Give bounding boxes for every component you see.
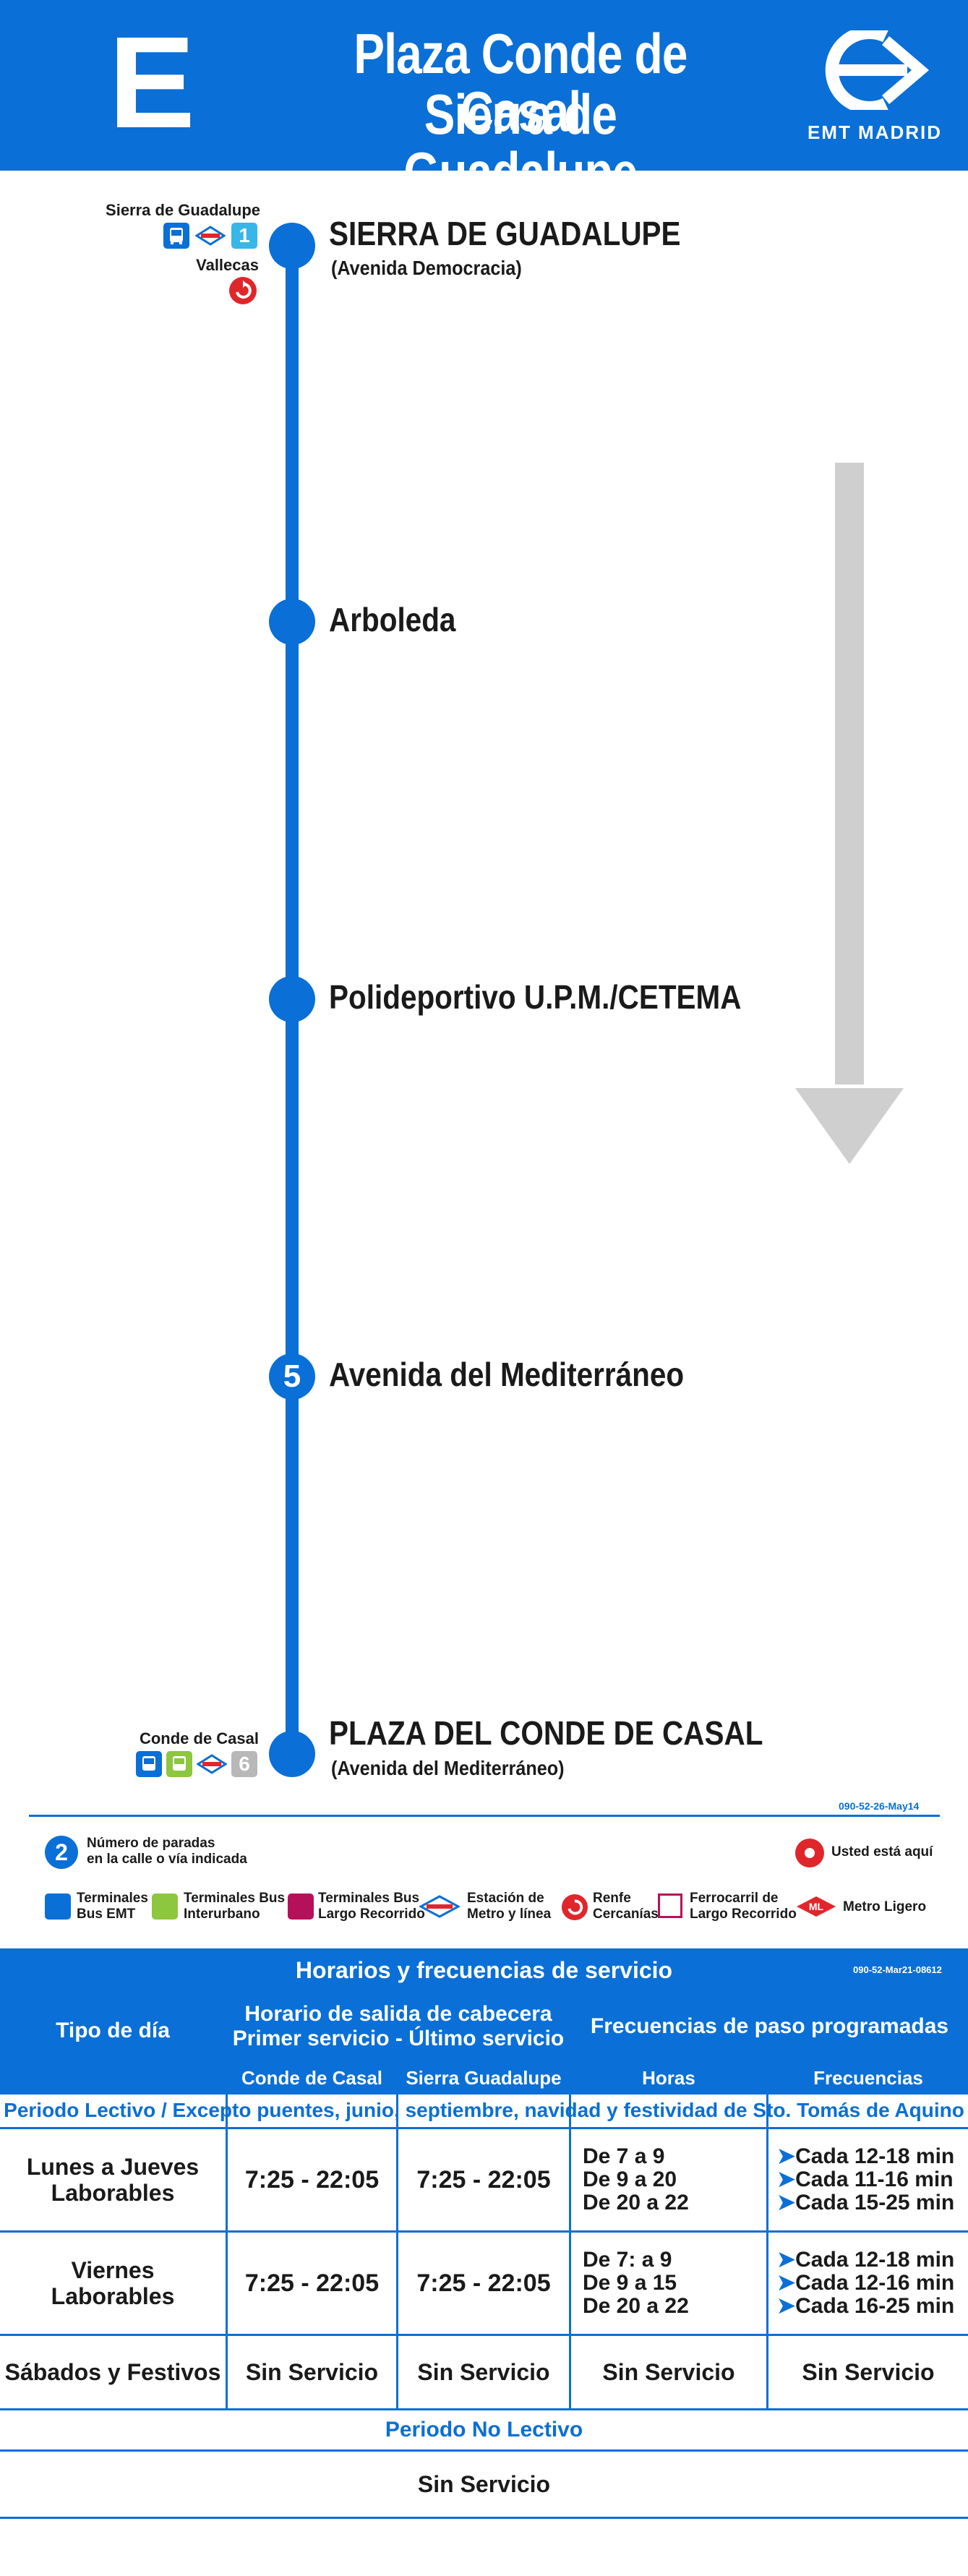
stop-name-arboleda: Arboleda <box>329 601 456 638</box>
renfe-cercanias-icon <box>229 277 257 304</box>
col-header-tipo: Tipo de día <box>0 1992 226 2070</box>
svg-text:ML: ML <box>809 1901 824 1912</box>
legend: 2 Número de paradas en la calle o vía in… <box>29 1815 940 1940</box>
stop-marker <box>269 1731 315 1777</box>
frequency-cell: Sin Servicio <box>802 2359 935 2385</box>
stop-sub-conde-casal: (Avenida del Mediterráneo) <box>331 1757 565 1779</box>
day-type-cell: Sábados y Festivos <box>4 2359 221 2385</box>
header-title-line2: Sierra de Guadalupe <box>403 82 638 204</box>
table-rule <box>0 2127 968 2129</box>
brand-name: EMT MADRID <box>807 121 943 143</box>
legend-you-are-here: Usted está aquí <box>831 1844 933 1860</box>
stop-marker <box>269 223 315 269</box>
subheader-conde: Conde de Casal <box>228 2063 396 2092</box>
metro-ligero-icon: ML <box>797 1896 836 1917</box>
diagram-code: 090-52-26-May14 <box>839 1800 920 1812</box>
bus-terminal-icon <box>136 1751 162 1777</box>
emt-logo-icon <box>825 30 929 110</box>
period-lectivo: Periodo Lectivo / Excepto puentes, junio… <box>4 2099 964 2121</box>
connection-label-conde: Conde de Casal <box>139 1729 259 1747</box>
line-letter: E <box>108 10 196 155</box>
first-last-conde: Sin Servicio <box>245 2359 379 2385</box>
stop-name-polideportivo: Polideportivo U.P.M./CETEMA <box>329 978 742 1016</box>
table-col-rule <box>396 2061 398 2408</box>
first-last-conde: 7:25 - 22:05 <box>244 2166 380 2194</box>
direction-arrow-icon <box>795 463 904 1164</box>
legend-text: en la calle o vía indicada <box>87 1852 247 1867</box>
hours-cell: Sin Servicio <box>602 2359 735 2385</box>
stop-marker <box>269 599 315 645</box>
header-title-line1: Plaza Conde de Casal <box>354 22 688 143</box>
frequency-cell: ➤Cada 12-18 min ➤Cada 12-16 min ➤Cada 16… <box>777 2248 955 2318</box>
no-lectivo-value: Sin Servicio <box>417 2471 551 2497</box>
metro-line-badge: 6 <box>231 1751 257 1777</box>
stop-count-number: 5 <box>283 1358 301 1394</box>
stop-name-mediterraneo: Avenida del Mediterráneo <box>329 1356 685 1393</box>
legend-stop-count: Número de paradas en la calle o vía indi… <box>87 1836 247 1867</box>
subheader-horas: Horas <box>571 2063 766 2092</box>
you-are-here-icon <box>795 1839 824 1867</box>
table-col-rule <box>569 1992 571 2408</box>
connection-icons-conde: 6 <box>136 1751 257 1777</box>
schedule-title-bar: Horarios y frecuencias de servicio 090-5… <box>0 1948 968 1992</box>
table-rule <box>0 2449 968 2452</box>
legend-metro-ligero: Metro Ligero <box>843 1899 927 1914</box>
first-last-sierra: Sin Servicio <box>417 2359 550 2385</box>
table-rule <box>0 2230 968 2233</box>
metro-icon <box>195 226 226 246</box>
stop-name-conde-casal: PLAZA DEL CONDE DE CASAL <box>329 1714 763 1752</box>
table-rule <box>0 2092 968 2094</box>
long-distance-bus-icon <box>288 1894 314 1920</box>
period-no-lectivo: Periodo No Lectivo <box>385 2418 583 2442</box>
first-last-sierra: 7:25 - 22:05 <box>416 2166 551 2194</box>
metro-line-badge: 1 <box>231 223 257 249</box>
legend-text: Número de paradas <box>87 1836 215 1851</box>
table-col-rule <box>226 1992 228 2408</box>
subheader-sierra: Sierra Guadalupe <box>398 2063 569 2092</box>
stop-count-marker: 5 <box>269 1353 315 1400</box>
col-header-frecuencias: Frecuencias de paso programadas <box>571 1992 968 2061</box>
stop-count-icon: 2 <box>45 1836 78 1869</box>
first-last-sierra: 7:25 - 22:05 <box>416 2269 551 2297</box>
interurban-bus-icon <box>166 1751 192 1777</box>
table-col-rule <box>766 2061 768 2408</box>
schedule-title: Horarios y frecuencias de servicio <box>295 1957 673 1983</box>
table-code: 090-52-Mar21-08612 <box>853 1964 942 1975</box>
first-last-conde: 7:25 - 22:05 <box>244 2269 380 2297</box>
long-distance-rail-icon <box>658 1894 682 1918</box>
table-rule <box>226 2061 968 2063</box>
route-header: E Plaza Conde de Casal Sierra de Guadalu… <box>0 0 968 201</box>
frequency-cell: ➤Cada 12-18 min ➤Cada 11-16 min ➤Cada 15… <box>777 2144 955 2215</box>
table-rule <box>0 2334 968 2336</box>
bus-terminal-icon <box>163 223 189 249</box>
renfe-cercanias-icon <box>561 1894 588 1921</box>
metro-icon <box>197 1754 227 1774</box>
table-rule <box>0 2408 968 2410</box>
connection-label-vallecas: Vallecas <box>196 256 259 274</box>
connection-label-sierra: Sierra de Guadalupe <box>106 201 260 219</box>
header-filler <box>0 2070 226 2092</box>
metro-icon <box>419 1895 460 1918</box>
bus-terminal-icon <box>45 1894 71 1920</box>
interurban-bus-icon <box>152 1894 178 1920</box>
subheader-frecuencias: Frecuencias <box>768 2063 968 2092</box>
connection-icons-sierra: 1 <box>163 223 257 249</box>
stop-marker <box>269 976 315 1022</box>
table-rule <box>0 2517 968 2519</box>
stop-sub-sierra: (Avenida Democracia) <box>331 257 522 279</box>
stop-name-sierra: SIERRA DE GUADALUPE <box>329 215 681 252</box>
